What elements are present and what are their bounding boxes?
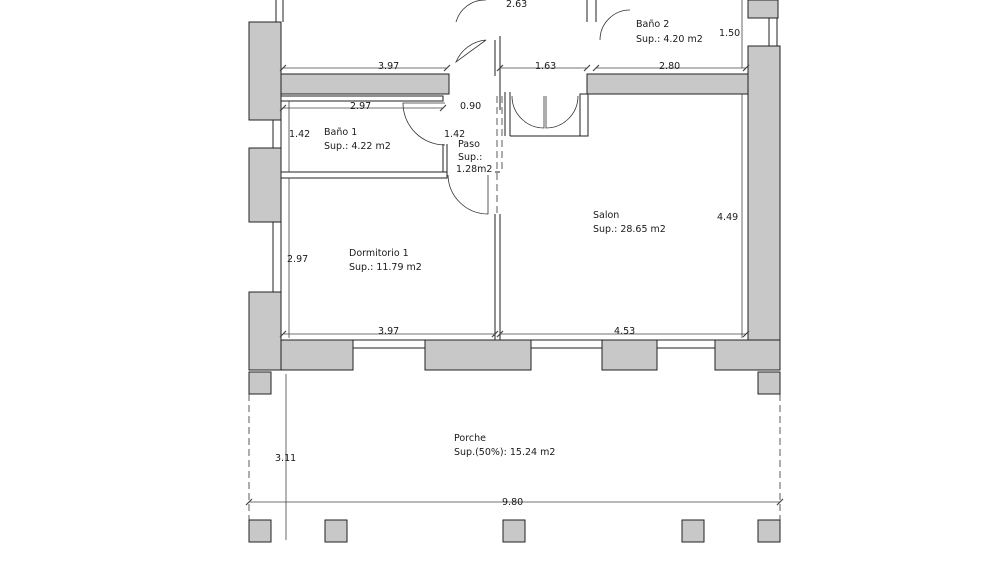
porch-column — [248, 371, 272, 395]
room-name-paso: Paso — [458, 139, 480, 150]
wall-line — [280, 95, 444, 102]
wall — [714, 339, 781, 371]
porch-column — [757, 519, 781, 543]
dimension-tick — [491, 330, 499, 338]
wall-line — [280, 171, 448, 179]
door-swing — [455, 39, 487, 64]
dimension-label: 2.97 — [350, 101, 371, 112]
dimension-tick — [496, 330, 504, 338]
room-area-dormitorio1: Sup.: 11.79 m2 — [349, 262, 422, 273]
dimension-label: 3.97 — [378, 61, 399, 72]
window — [272, 221, 282, 293]
wall — [248, 21, 282, 121]
door-swing — [599, 9, 631, 41]
window — [656, 339, 716, 349]
dimension-label: 2.80 — [659, 61, 680, 72]
wall — [747, 0, 779, 19]
room-name-dormitorio1: Dormitorio 1 — [349, 248, 409, 259]
window — [272, 119, 282, 149]
wall — [424, 339, 532, 371]
porch-column — [248, 519, 272, 543]
dimension-tick — [279, 64, 287, 72]
room-area-porche: Sup.(50%): 15.24 m2 — [454, 447, 555, 458]
porch-column — [681, 519, 705, 543]
room-area-bano2: Sup.: 4.20 m2 — [636, 34, 703, 45]
dimension-label: 3.97 — [378, 326, 399, 337]
room-name-porche: Porche — [454, 433, 486, 444]
dimension-label: 9.80 — [502, 497, 523, 508]
wall — [586, 73, 749, 95]
wall — [248, 291, 282, 371]
dimension-label: 4.49 — [717, 212, 738, 223]
dimension-tick — [592, 64, 600, 72]
wall — [280, 73, 450, 95]
dimension-label: 4.53 — [614, 326, 635, 337]
wall — [248, 147, 282, 223]
dimension-label: 3.11 — [275, 453, 296, 464]
door-swing — [511, 95, 545, 129]
room-name-bano2: Baño 2 — [636, 19, 669, 30]
window — [352, 339, 426, 349]
window — [768, 17, 778, 47]
dimension-tick — [742, 330, 750, 338]
dimension-label: 1.50 — [719, 28, 740, 39]
dimension-label: 2.97 — [287, 254, 308, 265]
dimension-label: 1.42 — [289, 129, 310, 140]
window — [530, 339, 603, 349]
dimension-tick — [776, 498, 784, 506]
door-swing — [545, 95, 579, 129]
dimension-tick — [496, 64, 504, 72]
room-area-value-paso: 1.28m2 — [456, 164, 492, 175]
porch-column — [324, 519, 348, 543]
door-swing — [455, 0, 486, 23]
wall — [747, 45, 781, 371]
porch-column — [757, 371, 781, 395]
room-name-salon: Salon — [593, 210, 619, 221]
porch-column — [502, 519, 526, 543]
room-area-label-paso: Sup.: — [458, 152, 482, 163]
wall — [601, 339, 658, 371]
door-swing — [402, 102, 446, 146]
wall-line — [579, 93, 589, 137]
dimension-tick — [245, 498, 253, 506]
room-name-bano1: Baño 1 — [324, 127, 357, 138]
door-swing — [447, 174, 489, 215]
dimension-label: 0.90 — [460, 101, 481, 112]
dimension-tick — [279, 104, 287, 112]
dimension-label: 1.42 — [444, 129, 465, 140]
dimension-tick — [439, 104, 447, 112]
room-area-bano1: Sup.: 4.22 m2 — [324, 141, 391, 152]
dimension-tick — [443, 64, 451, 72]
dimension-tick — [742, 64, 750, 72]
dimension-tick — [279, 330, 287, 338]
dimension-label: 1.63 — [535, 61, 556, 72]
wall — [280, 339, 354, 371]
dimension-label: 2.63 — [506, 0, 527, 10]
dimension-tick — [583, 64, 591, 72]
room-area-salon: Sup.: 28.65 m2 — [593, 224, 666, 235]
